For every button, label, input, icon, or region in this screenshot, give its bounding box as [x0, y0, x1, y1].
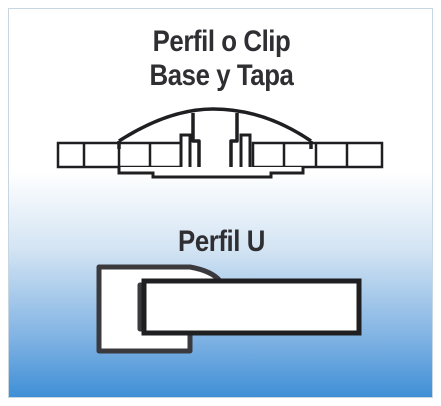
- illustration-panel: Perfil o Clip Base y Tapa: [8, 8, 433, 398]
- clip-base: [117, 133, 305, 179]
- polycarbonate-sheet-right: [251, 141, 384, 169]
- profile-drawings: [56, 107, 384, 354]
- clip-profile-title-line2: Base y Tapa: [149, 59, 294, 92]
- polycarbonate-sheet-left: [56, 141, 188, 169]
- clip-cap: [117, 107, 313, 167]
- clip-profile-title-line1: Perfil o Clip: [152, 25, 291, 58]
- u-profile-title: Perfil U: [178, 225, 265, 258]
- u-profile: [96, 264, 362, 354]
